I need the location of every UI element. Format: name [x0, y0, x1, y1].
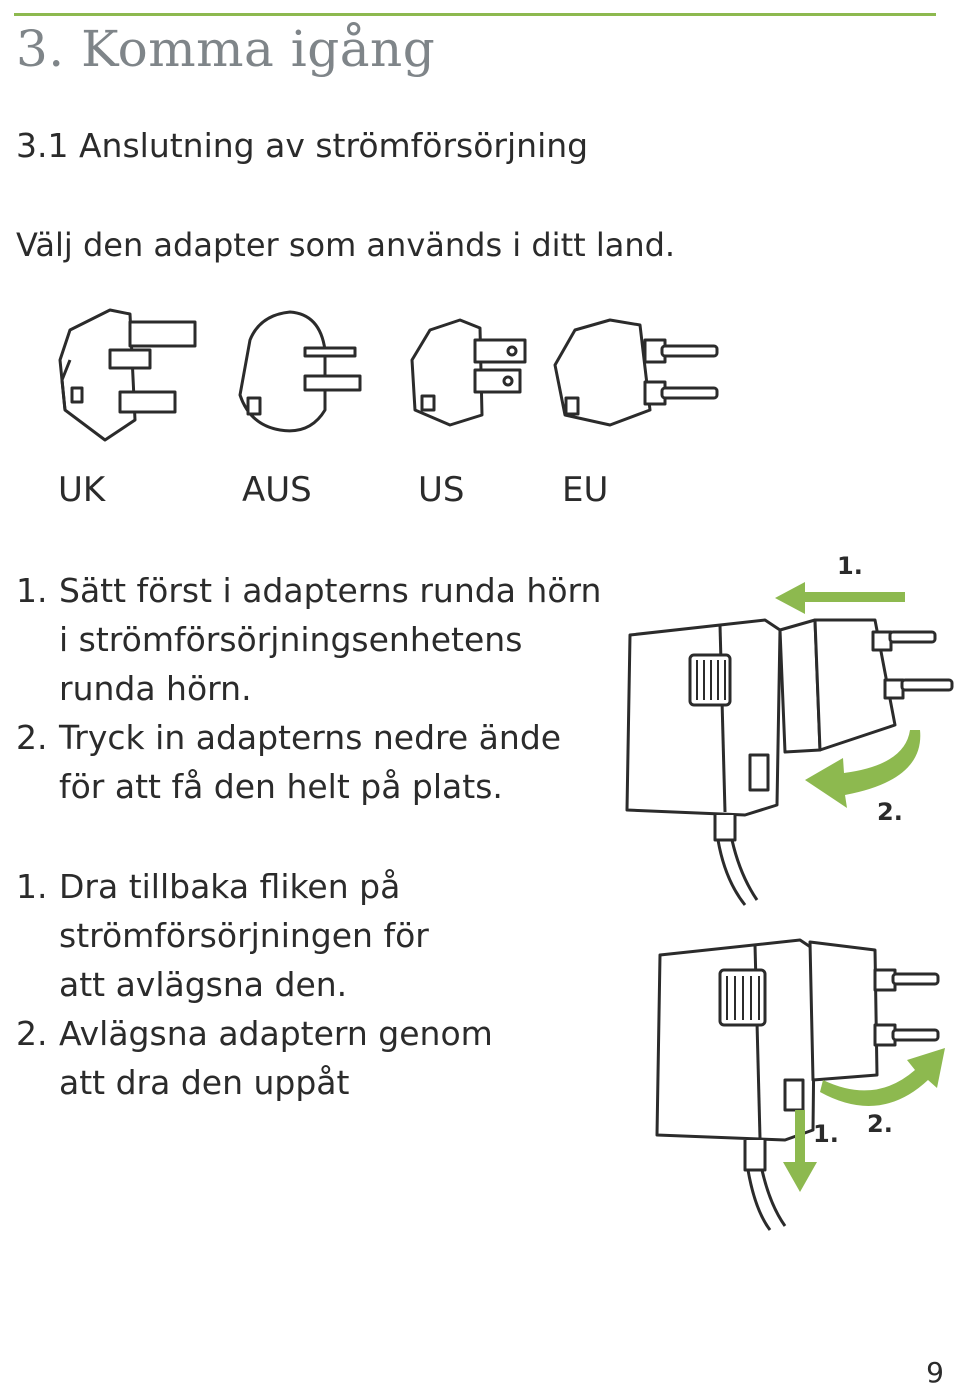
- attach-step-1: 1. Sätt först i adapterns runda hörn: [16, 566, 601, 615]
- step-number: 1.: [16, 867, 48, 906]
- step-text: Dra tillbaka fliken på: [59, 867, 401, 906]
- step-text: för att få den helt på plats.: [59, 767, 503, 806]
- adapter-illustrations: [58, 308, 719, 442]
- attach-step-2: 2. Tryck in adapterns nedre ände: [16, 713, 601, 762]
- step-text: att dra den uppåt: [59, 1063, 350, 1102]
- us-plug-icon: [410, 318, 527, 427]
- eu-plug-icon: [553, 318, 719, 427]
- header-rule: [14, 13, 936, 16]
- step-text: runda hörn.: [59, 669, 252, 708]
- attach-figure: 1. 2.: [625, 552, 954, 906]
- remove-step-1: 1. Dra tillbaka fliken på: [16, 862, 493, 911]
- remove-steps: 1. Dra tillbaka fliken på strömförsörjnin…: [16, 862, 493, 1107]
- figure-label: 1.: [837, 552, 863, 580]
- step-text: att avlägsna den.: [59, 965, 348, 1004]
- adapter-label-uk: UK: [58, 470, 106, 510]
- uk-plug-icon: [58, 308, 197, 442]
- adapter-label-us: US: [418, 470, 465, 510]
- step-text: Avlägsna adaptern genom: [59, 1014, 493, 1053]
- step-number: 1.: [16, 571, 48, 610]
- chapter-title: 3. Komma igång: [16, 20, 436, 78]
- step-text: strömförsörjningen för: [59, 916, 429, 955]
- remove-figure: 1. 2.: [655, 938, 945, 1231]
- figure-label: 2.: [867, 1110, 893, 1138]
- remove-step-2: 2. Avlägsna adaptern genom: [16, 1009, 493, 1058]
- step-number: 2.: [16, 718, 48, 757]
- curved-arrow-icon: [805, 730, 921, 808]
- aus-plug-icon: [238, 310, 362, 433]
- attach-steps: 1. Sätt först i adapterns runda hörn i st…: [16, 566, 601, 811]
- page-number: 9: [926, 1356, 944, 1389]
- step-text: Tryck in adapterns nedre ände: [59, 718, 562, 757]
- step-number: 2.: [16, 1014, 48, 1053]
- adapter-label-eu: EU: [562, 470, 609, 510]
- intro-text: Välj den adapter som används i ditt land…: [16, 226, 676, 264]
- curved-arrow-up-icon: [820, 1048, 945, 1106]
- step-text: i strömförsörjningsenhetens: [59, 620, 523, 659]
- figure-label: 2.: [877, 798, 903, 826]
- figure-label: 1.: [813, 1120, 839, 1148]
- arrow-down-icon: [783, 1110, 817, 1192]
- arrow-left-icon: [775, 582, 905, 614]
- step-text: Sätt först i adapterns runda hörn: [59, 571, 602, 610]
- section-title: 3.1 Anslutning av strömförsörjning: [16, 126, 589, 165]
- adapter-label-aus: AUS: [242, 470, 312, 510]
